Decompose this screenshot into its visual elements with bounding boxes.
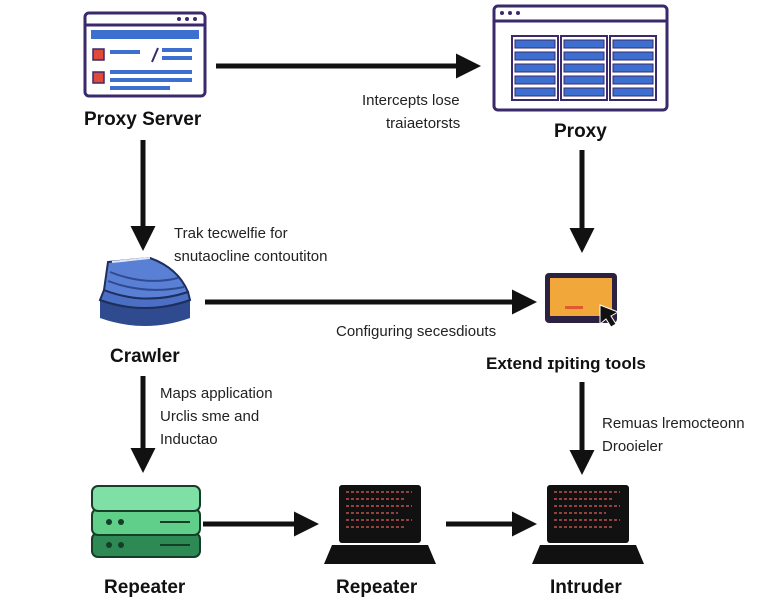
terminal-laptop-icon bbox=[532, 485, 644, 564]
node-label-repeater-left: Repeater bbox=[104, 577, 186, 598]
edge-note-track: Trak tecwelfie for snutaocline contoutit… bbox=[174, 222, 327, 268]
tablet-cursor-icon bbox=[545, 273, 620, 328]
spreadsheet-window-icon bbox=[492, 4, 669, 112]
node-label-extend: Extend ɪpiting tools bbox=[486, 354, 646, 373]
server-stack-icon bbox=[91, 485, 201, 558]
node-label-proxy: Proxy bbox=[554, 121, 607, 142]
edge-note-line: Trak tecwelfie for bbox=[174, 225, 288, 242]
edge-note-line: snutaocline contoutiton bbox=[174, 248, 328, 265]
edge-note-remuas: Remuas lremocteonn Drooieler bbox=[602, 412, 745, 458]
terminal-laptop-icon bbox=[324, 485, 436, 564]
edge-note-line: Inductao bbox=[160, 431, 218, 448]
node-label-proxy-server: Proxy Server bbox=[84, 109, 202, 130]
node-label-repeater-mid: Repeater bbox=[336, 577, 418, 598]
edge-note-maps: Maps application Urclis sme and Inductao bbox=[160, 382, 273, 451]
edge-note-line: Drooieler bbox=[602, 438, 663, 455]
edge-note-line: Configuring secesdiouts bbox=[336, 323, 497, 340]
edge-note-line: Urclis sme and bbox=[160, 408, 260, 425]
edge-note-intercepts: Intercepts lose traiaetorsts bbox=[362, 89, 460, 135]
edge-note-line: Maps application bbox=[160, 385, 273, 402]
database-stack-icon bbox=[98, 256, 192, 326]
edge-note-line: Remuas lremocteonn bbox=[602, 415, 745, 432]
node-label-crawler: Crawler bbox=[110, 346, 180, 367]
edge-note-line: traiaetorsts bbox=[386, 115, 461, 132]
edge-note-configuring: Configuring secesdiouts bbox=[336, 320, 496, 343]
edge-note-line: Intercepts lose bbox=[362, 92, 460, 109]
browser-window-icon bbox=[83, 11, 207, 98]
node-label-intruder: Intruder bbox=[550, 577, 622, 598]
